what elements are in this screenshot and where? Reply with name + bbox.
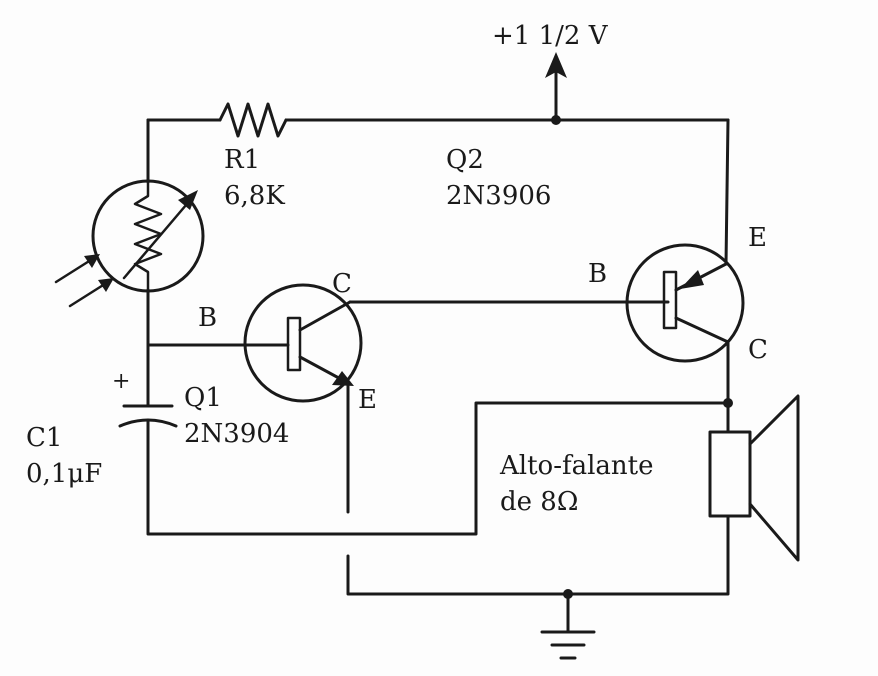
c1-value: 0,1μF (26, 459, 102, 489)
q1-name: Q1 (184, 383, 222, 413)
transistor-q2-base-bar (662, 270, 678, 330)
r1-value: 6,8K (224, 181, 285, 211)
junction-supply (551, 115, 561, 125)
supply-label: +1 1/2 V (492, 21, 609, 51)
transistor-q1-base-bar (286, 316, 302, 372)
speaker-cone (748, 394, 800, 562)
wire-ground-rail (346, 514, 730, 596)
q2-pin-e: E (748, 223, 767, 253)
junction-speaker-top (723, 398, 733, 408)
q1-pin-e: E (358, 385, 377, 415)
light-arrow-icon-1 (84, 254, 100, 268)
q1-pin-b: B (198, 303, 217, 333)
ldr-variable-arrow (122, 196, 194, 280)
speaker-label-line2: de 8Ω (500, 487, 578, 517)
wire-q2-emitter-up (724, 118, 730, 266)
junction-ground (563, 589, 573, 599)
resistor-r1 (218, 102, 288, 138)
c1-name: C1 (26, 423, 62, 453)
supply-arrow-icon (545, 52, 567, 78)
transistor-q2-emitter-arrow-icon (680, 270, 704, 289)
speaker-coil (708, 430, 752, 518)
light-ray-1 (54, 256, 96, 284)
wire-left-bottom (146, 401, 730, 536)
q2-pin-c: C (748, 335, 768, 365)
ldr-variable-arrowhead-icon (178, 190, 198, 210)
q2-name: Q2 (446, 145, 484, 175)
r1-name: R1 (224, 145, 260, 175)
q1-part: 2N3904 (184, 419, 289, 449)
light-arrow-icon-2 (98, 278, 114, 292)
q2-part: 2N3906 (446, 181, 551, 211)
light-ray-2 (68, 280, 110, 308)
ground-icon (540, 630, 596, 660)
transistor-q1-body (243, 283, 363, 403)
transistor-q1-collector (298, 300, 352, 332)
transistor-q2-collector (674, 316, 730, 344)
q2-pin-b: B (588, 259, 607, 289)
c1-polarity: + (112, 369, 130, 394)
ldr-resistor-icon (133, 180, 163, 292)
speaker-label-line1: Alto-falante (499, 451, 654, 481)
q1-pin-c: C (332, 269, 352, 299)
transistor-q2-body (625, 243, 745, 363)
